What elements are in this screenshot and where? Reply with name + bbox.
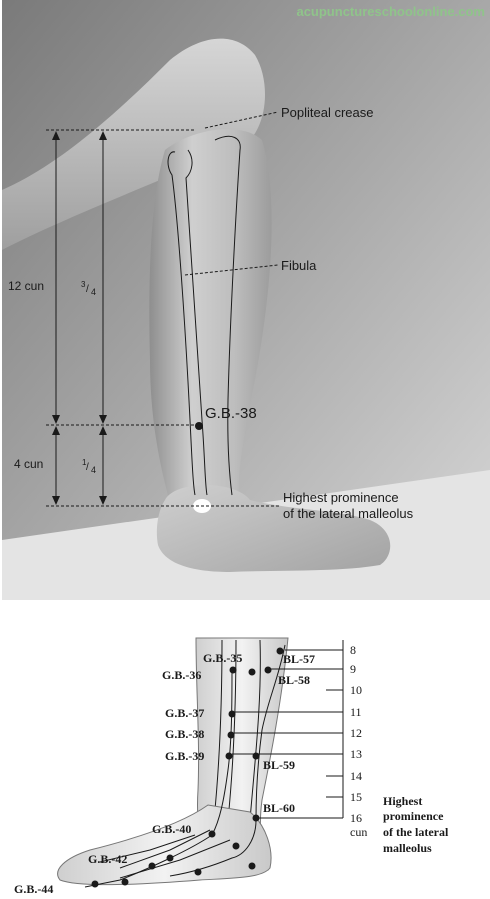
gb-channel-line xyxy=(84,667,233,888)
svg-text:/: / xyxy=(86,462,89,473)
photo-panel: acupunctureschoolonline.com Popliteal cr… xyxy=(2,0,490,600)
gb39-dot xyxy=(225,752,233,760)
tibia-outline xyxy=(214,135,241,496)
label-gb36: G.B.-36 xyxy=(162,668,201,682)
scale-number-13: 13 xyxy=(350,747,362,761)
scale-number-14: 14 xyxy=(350,769,362,783)
scale-number-15: 15 xyxy=(350,790,362,804)
scale-number-9: 9 xyxy=(350,662,356,676)
label-gb35: G.B.-35 xyxy=(203,651,242,665)
label-gb38: G.B.-38 xyxy=(165,727,204,741)
diagram-malleolus-line4: malleolus xyxy=(383,841,432,855)
gb42-dot xyxy=(148,862,156,870)
fraction-14-numerator: 1 xyxy=(82,458,87,467)
gb36-dot xyxy=(248,668,256,676)
measure-4-cun-label: 4 cun xyxy=(14,457,43,471)
gb38-point xyxy=(195,422,203,430)
bl60-dot xyxy=(252,814,260,822)
thigh-shape xyxy=(2,38,266,251)
malleolus-label-line2: of the lateral malleolus xyxy=(283,506,414,521)
label-bl57: BL-57 xyxy=(283,652,315,666)
bl-foot-dot-1 xyxy=(232,842,240,850)
scale-number-10: 10 xyxy=(350,683,362,697)
gb37-dot xyxy=(228,710,236,718)
bl58-dot xyxy=(264,666,272,674)
gb38-photo-label: G.B.-38 xyxy=(205,405,257,422)
measure-three-quarter-arrow xyxy=(99,131,107,424)
fraction-34-numerator: 3 xyxy=(81,280,86,289)
gb35-dot xyxy=(229,666,237,674)
foot-shape xyxy=(156,485,391,572)
label-bl58: BL-58 xyxy=(278,673,310,687)
label-gb39: G.B.-39 xyxy=(165,749,204,763)
gb43-dot xyxy=(121,878,129,886)
fraction-34-denominator: 4 xyxy=(91,287,96,297)
measure-one-quarter-arrow xyxy=(99,426,107,505)
fraction-one-quarter: 1 / 4 xyxy=(82,458,96,475)
scale-number-11: 11 xyxy=(350,705,362,719)
diagram-tibia xyxy=(249,639,261,821)
label-gb37: G.B.-37 xyxy=(165,706,204,720)
scale-number-12: 12 xyxy=(350,726,362,740)
label-gb44: G.B.-44 xyxy=(14,882,53,896)
diagram-malleolus-line3: of the lateral xyxy=(383,825,449,839)
bl-foot-dot-2 xyxy=(248,862,256,870)
measure-12-cun-arrow xyxy=(52,131,60,424)
label-gb42: G.B.-42 xyxy=(88,852,127,866)
malleolus-label-line1: Highest prominence xyxy=(283,490,399,505)
diagram-malleolus-line2: prominence xyxy=(383,809,444,823)
gb40-dot xyxy=(208,830,216,838)
bl57-dot xyxy=(276,647,284,655)
fraction-14-denominator: 4 xyxy=(91,465,96,475)
svg-text:/: / xyxy=(86,284,89,295)
gb38-dot xyxy=(227,731,235,739)
scale-unit: cun xyxy=(350,825,367,839)
diagram-panel: 8 9 10 11 12 13 14 15 16 cun Highest pro… xyxy=(14,637,449,896)
fibula-leader xyxy=(184,264,279,276)
measure-4-cun-arrow xyxy=(52,426,60,505)
lower-leg-shape xyxy=(149,129,272,520)
watermark-text: acupunctureschoolonline.com xyxy=(296,4,485,19)
label-bl59: BL-59 xyxy=(263,758,295,772)
popliteal-crease-label: Popliteal crease xyxy=(281,105,374,120)
diagram-fibula xyxy=(213,639,223,821)
fibula-outline xyxy=(167,149,208,496)
scale-number-16: 16 xyxy=(350,811,362,825)
bl-foot-dot-3 xyxy=(194,868,202,876)
scale-number-8: 8 xyxy=(350,643,356,657)
label-gb40: G.B.-40 xyxy=(152,822,191,836)
diagram-fibula-2 xyxy=(227,639,237,821)
gb44-dot xyxy=(91,880,99,888)
diagram-malleolus-line1: Highest xyxy=(383,794,422,808)
measure-12-cun-label: 12 cun xyxy=(8,279,44,293)
fraction-three-quarters: 3 / 4 xyxy=(81,280,96,297)
fibula-label: Fibula xyxy=(281,258,317,273)
label-bl60: BL-60 xyxy=(263,801,295,815)
popliteal-leader xyxy=(204,111,279,129)
gb41-dot xyxy=(166,854,174,862)
